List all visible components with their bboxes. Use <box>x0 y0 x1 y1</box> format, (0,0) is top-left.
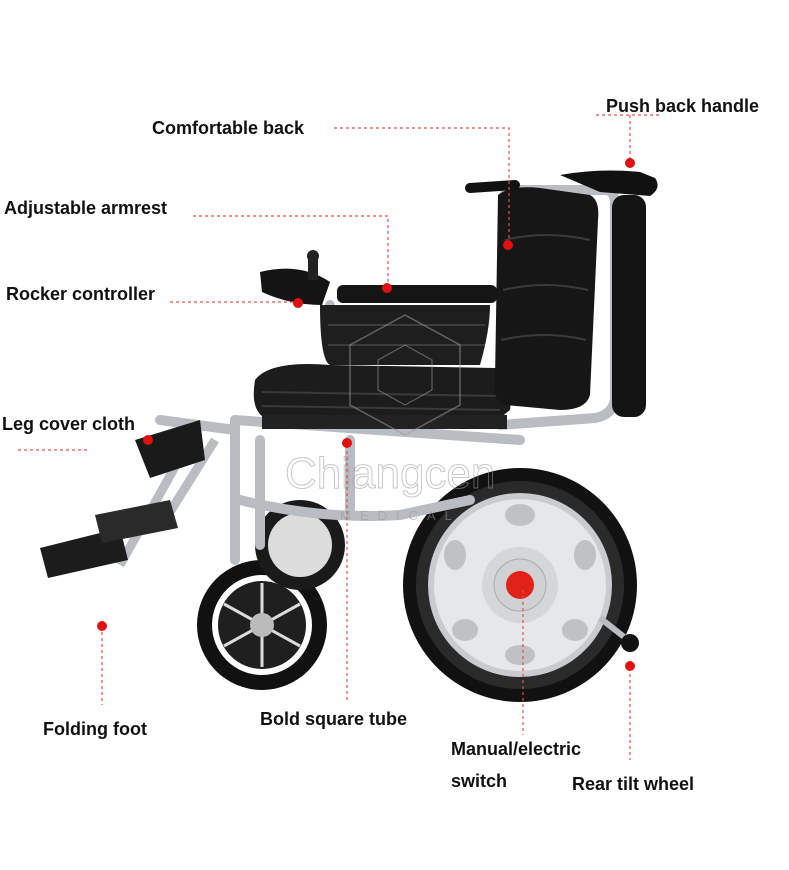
rocker-controller <box>260 250 330 305</box>
label-leg-cover-cloth: Leg cover cloth <box>2 414 135 434</box>
red-dot-icon <box>503 240 513 250</box>
electric-wheelchair-image <box>40 170 658 702</box>
anti-tip-wheel <box>621 634 639 652</box>
red-dot-icon <box>342 438 352 448</box>
red-dot-icon <box>97 621 107 631</box>
label-switch-line2: switch <box>451 771 507 791</box>
seat <box>253 364 511 429</box>
label-bold-square-tube: Bold square tube <box>260 709 407 729</box>
label-comfortable-back: Comfortable back <box>152 118 305 138</box>
markers <box>97 158 635 671</box>
leader-lines <box>18 114 662 760</box>
label-rear-tilt-wheel: Rear tilt wheel <box>572 774 694 794</box>
backrest <box>494 187 646 417</box>
switch-knob <box>506 571 534 599</box>
watermark: Chiangcen MEDICAL <box>285 314 496 523</box>
label-adjustable-armrest: Adjustable armrest <box>4 198 167 218</box>
labels: Push back handle Comfortable back Adjust… <box>2 96 759 794</box>
watermark-sub: MEDICAL <box>340 508 461 523</box>
label-folding-foot: Folding foot <box>43 719 147 739</box>
armrest <box>320 285 497 365</box>
red-dot-icon <box>382 283 392 293</box>
label-push-back-handle: Push back handle <box>606 96 759 116</box>
red-dot-icon <box>293 298 303 308</box>
front-wheel <box>197 560 327 690</box>
red-dot-icon <box>143 435 153 445</box>
label-switch-line1: Manual/electric <box>451 739 581 759</box>
label-rocker-controller: Rocker controller <box>6 284 155 304</box>
red-dot-icon <box>625 661 635 671</box>
red-dot-icon <box>625 158 635 168</box>
watermark-brand: Chiangcen <box>285 449 495 498</box>
